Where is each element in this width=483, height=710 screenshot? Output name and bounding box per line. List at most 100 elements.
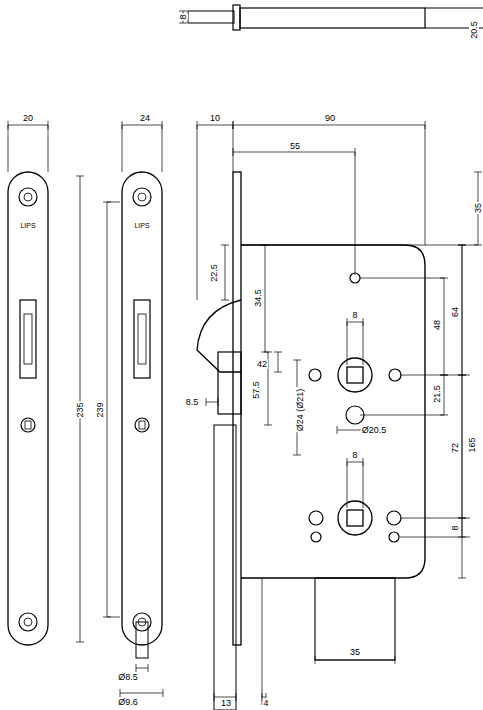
dimension-value: Ø8.5: [117, 672, 139, 682]
dimension-value: 48: [432, 319, 442, 331]
dimension-value: 21.5: [432, 384, 442, 404]
drawing-line: [136, 668, 148, 669]
drawing-line: [462, 375, 463, 518]
drawing-rect: [214, 425, 236, 710]
drawing-line: [363, 462, 364, 508]
dimension-value: 34.5: [253, 288, 263, 308]
drawing-line: [400, 518, 470, 519]
drawing-hole: [309, 369, 321, 381]
dimension-value: 42: [256, 359, 268, 369]
drawing-hole: [24, 618, 32, 626]
drawing-line: [233, 152, 355, 153]
drawing-line: [218, 398, 219, 406]
drawing-line: [8, 125, 48, 126]
drawing-line: [458, 578, 466, 579]
drawing-rect: [24, 314, 32, 364]
dimension-value: 8: [351, 450, 358, 460]
drawing-rect: [218, 352, 241, 414]
dimension-value: 35: [349, 647, 361, 657]
drawing-line: [274, 372, 282, 373]
drawing-line: [225, 245, 226, 300]
drawing-line: [264, 352, 272, 353]
drawing-hole: [19, 188, 37, 206]
drawing-line: [76, 176, 84, 177]
brand-mark: LIPS: [19, 221, 36, 231]
drawing-rect: [20, 300, 36, 378]
drawing-rect: [347, 510, 363, 526]
dimension-value: 235: [75, 401, 85, 418]
dimension-value: 64: [450, 306, 460, 318]
drawing-line: [360, 278, 444, 279]
dimension-value: 8: [178, 13, 188, 20]
drawing-line: [360, 415, 444, 416]
drawing-hole: [19, 613, 37, 631]
drawing-line: [395, 656, 396, 664]
drawing-line: [179, 23, 187, 24]
drawing-hole: [21, 418, 35, 432]
drawing-line: [233, 125, 425, 126]
drawing-line: [107, 617, 120, 618]
drawing-line: [107, 202, 108, 617]
drawing-line: [163, 689, 164, 697]
brand-mark: LIPS: [133, 221, 150, 231]
drawing-line: [462, 245, 463, 578]
drawing-line: [262, 578, 263, 705]
drawing-outline: [197, 300, 241, 372]
drawing-line: [425, 125, 426, 245]
drawing-hole: [350, 273, 360, 283]
drawing-rect: [233, 5, 240, 30]
dimension-value: 165: [467, 436, 477, 453]
dimension-value: 239: [95, 401, 105, 418]
dimension-value: 22.5: [209, 263, 219, 283]
dimension-value: 55: [289, 141, 301, 151]
drawing-line: [293, 455, 301, 456]
drawing-line: [214, 693, 215, 701]
dimension-value: Ø9.6: [117, 697, 139, 707]
drawing-hole: [389, 532, 399, 542]
drawing-line: [206, 402, 218, 403]
drawing-line: [233, 125, 234, 172]
drawing-line: [179, 11, 187, 12]
dimension-value: 4: [262, 698, 269, 708]
drawing-hole: [138, 193, 146, 201]
drawing-line: [444, 278, 445, 375]
drawing-line: [221, 245, 229, 246]
drawing-rect: [139, 421, 145, 429]
dimension-value: 20: [22, 113, 34, 123]
drawing-line: [136, 664, 137, 672]
drawing-line: [293, 360, 301, 361]
drawing-line: [400, 537, 470, 538]
drawing-line: [347, 462, 363, 463]
drawing-line: [355, 152, 356, 275]
drawing-line: [425, 8, 483, 9]
drawing-line: [148, 664, 149, 672]
drawing-line: [197, 125, 233, 126]
dimension-value: 24: [139, 113, 151, 123]
drawing-rect: [347, 367, 363, 383]
dimension-value: 10: [209, 113, 221, 123]
drawing-line: [444, 375, 445, 415]
drawing-line: [363, 322, 364, 365]
drawing-line: [474, 172, 482, 173]
drawing-line: [221, 300, 229, 301]
drawing-line: [197, 125, 198, 300]
drawing-line: [241, 245, 478, 246]
dimension-value: Ø20.5: [361, 425, 388, 435]
drawing-line: [122, 125, 162, 126]
dimension-value: 13: [220, 698, 232, 708]
drawing-line: [48, 125, 49, 172]
drawing-line: [261, 245, 269, 246]
drawing-line: [265, 245, 266, 352]
dimension-value: 8.5: [185, 397, 200, 407]
drawing-rect: [25, 421, 31, 429]
dimension-value: 8: [351, 310, 358, 320]
drawing-rect: [315, 578, 395, 660]
dimension-value: 72: [450, 442, 460, 454]
drawing-rect: [138, 314, 146, 364]
drawing-hole: [309, 511, 323, 525]
drawing-line: [400, 375, 470, 376]
drawing-rect: [233, 172, 241, 645]
drawing-line: [120, 689, 121, 697]
drawing-line: [462, 245, 463, 375]
